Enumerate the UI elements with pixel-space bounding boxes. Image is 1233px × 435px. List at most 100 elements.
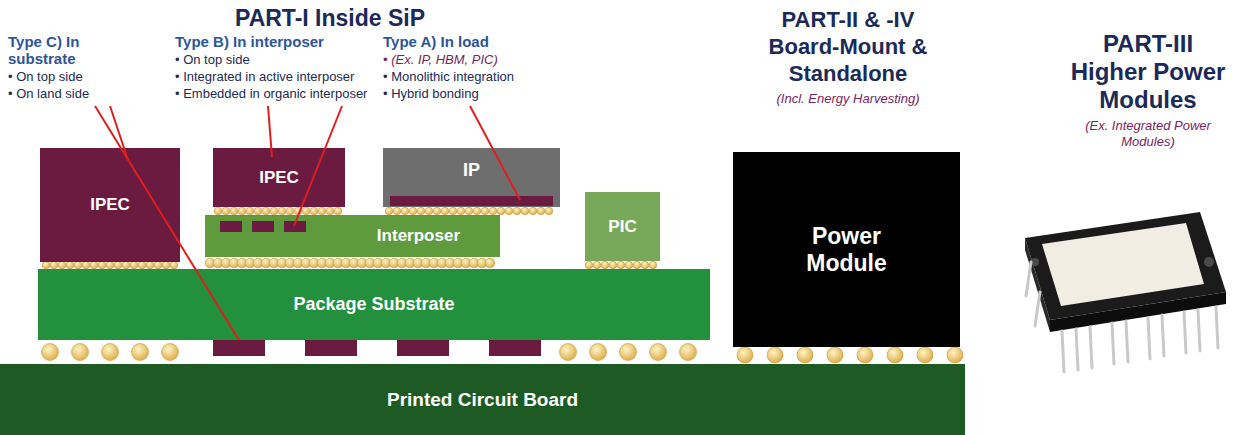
solder-ball (537, 207, 545, 215)
solder-ball (58, 261, 66, 269)
solder-ball (114, 261, 122, 269)
solder-ball (680, 344, 697, 361)
module-pin (1035, 292, 1040, 326)
solder-ball (585, 261, 593, 269)
solder-ball (625, 261, 633, 269)
power-module: Power Module (733, 152, 960, 347)
solder-ball (529, 207, 537, 215)
solder-ball (513, 207, 521, 215)
solder-ball (827, 347, 843, 363)
solder-ball (334, 207, 342, 215)
solder-ball (286, 207, 294, 215)
solder-ball (102, 344, 119, 361)
solder-ball (162, 344, 179, 361)
land-side-ipec (397, 340, 449, 356)
type-heading: Type B) In interposer (175, 33, 324, 50)
solder-ball (417, 207, 425, 215)
solder-ball (130, 261, 138, 269)
leader-line (470, 106, 520, 200)
pcb-board: Printed Circuit Board (0, 364, 965, 435)
solder-ball (737, 347, 753, 363)
solder-ball (122, 261, 130, 269)
bullet-item: • Embedded in organic interposer (175, 85, 367, 102)
solder-ball (106, 261, 114, 269)
box-label: IP (463, 160, 480, 181)
solder-ball (238, 207, 246, 215)
leader-lines (95, 106, 520, 340)
solder-ball (42, 261, 50, 269)
solder-ball (617, 261, 625, 269)
solder-ball (481, 207, 489, 215)
solder-ball (254, 207, 262, 215)
solder-ball (262, 207, 270, 215)
pic-chip: PIC (585, 192, 660, 261)
solder-ball (326, 207, 334, 215)
box-label: IPEC (90, 195, 130, 215)
solder-ball (409, 207, 417, 215)
solder-ball (620, 344, 637, 361)
power-module-photo (1025, 212, 1226, 372)
solder-ball (767, 347, 783, 363)
module-pin (1062, 331, 1064, 372)
solder-ball (887, 347, 903, 363)
interposer-layer: Interposer (205, 215, 500, 257)
solder-ball (633, 261, 641, 269)
bullet-item: • Monolithic integration (383, 68, 514, 85)
solder-ball (385, 207, 393, 215)
leader-line (268, 106, 272, 157)
section-note: (Ex. Integrated Power Modules) (1073, 118, 1223, 150)
type-heading: Type A) In load (383, 33, 489, 50)
solder-ball (649, 261, 657, 269)
solder-ball (42, 344, 59, 361)
solder-ball (50, 261, 58, 269)
solder-ball (497, 207, 505, 215)
module-pins (1026, 262, 1218, 372)
module-pin (1076, 329, 1078, 370)
solder-ball (601, 261, 609, 269)
solder-ball (318, 207, 326, 215)
module-pin (1148, 318, 1150, 359)
bullet-item: • Integrated in active interposer (175, 68, 354, 85)
section-heading: PART-II & -IV Board-Mount & Standalone (751, 6, 946, 87)
solder-ball (947, 347, 963, 363)
module-top (1025, 212, 1226, 320)
solder-ball (449, 207, 457, 215)
solder-ball (138, 261, 146, 269)
solder-ball (917, 347, 933, 363)
solder-ball (401, 207, 409, 215)
module-label (1042, 223, 1204, 306)
box-label: Package Substrate (293, 294, 454, 315)
solder-ball (609, 261, 617, 269)
solder-ball (222, 207, 230, 215)
box-label: PIC (608, 217, 636, 237)
module-pin (1184, 312, 1186, 353)
land-side-ipec (489, 340, 541, 356)
solder-ball (797, 347, 813, 363)
solder-ball (560, 344, 577, 361)
solder-ball (593, 261, 601, 269)
solder-ball (393, 207, 401, 215)
bullet-item: • On land side (8, 85, 89, 102)
solder-ball (170, 261, 178, 269)
solder-ball (270, 207, 278, 215)
section-note: (Incl. Energy Harvesting) (728, 91, 968, 107)
solder-ball (457, 207, 465, 215)
module-pin (1162, 315, 1164, 356)
mount-hole (1204, 257, 1214, 267)
leader-line (294, 106, 342, 226)
solder-ball (545, 207, 553, 215)
solder-ball (66, 261, 74, 269)
embedded-ipec (252, 221, 274, 232)
package-substrate: Package Substrate (38, 269, 710, 340)
bullet-item: • On top side (175, 51, 250, 68)
module-pin (1090, 327, 1092, 368)
solder-ball (214, 207, 222, 215)
box-label: Power Module (787, 223, 907, 276)
solder-ball (857, 347, 873, 363)
box-label: Interposer (377, 226, 460, 246)
embedded-ipec (220, 221, 242, 232)
solder-ball (521, 207, 529, 215)
type-heading: Type C) In substrate (8, 33, 98, 67)
solder-ball (72, 344, 89, 361)
